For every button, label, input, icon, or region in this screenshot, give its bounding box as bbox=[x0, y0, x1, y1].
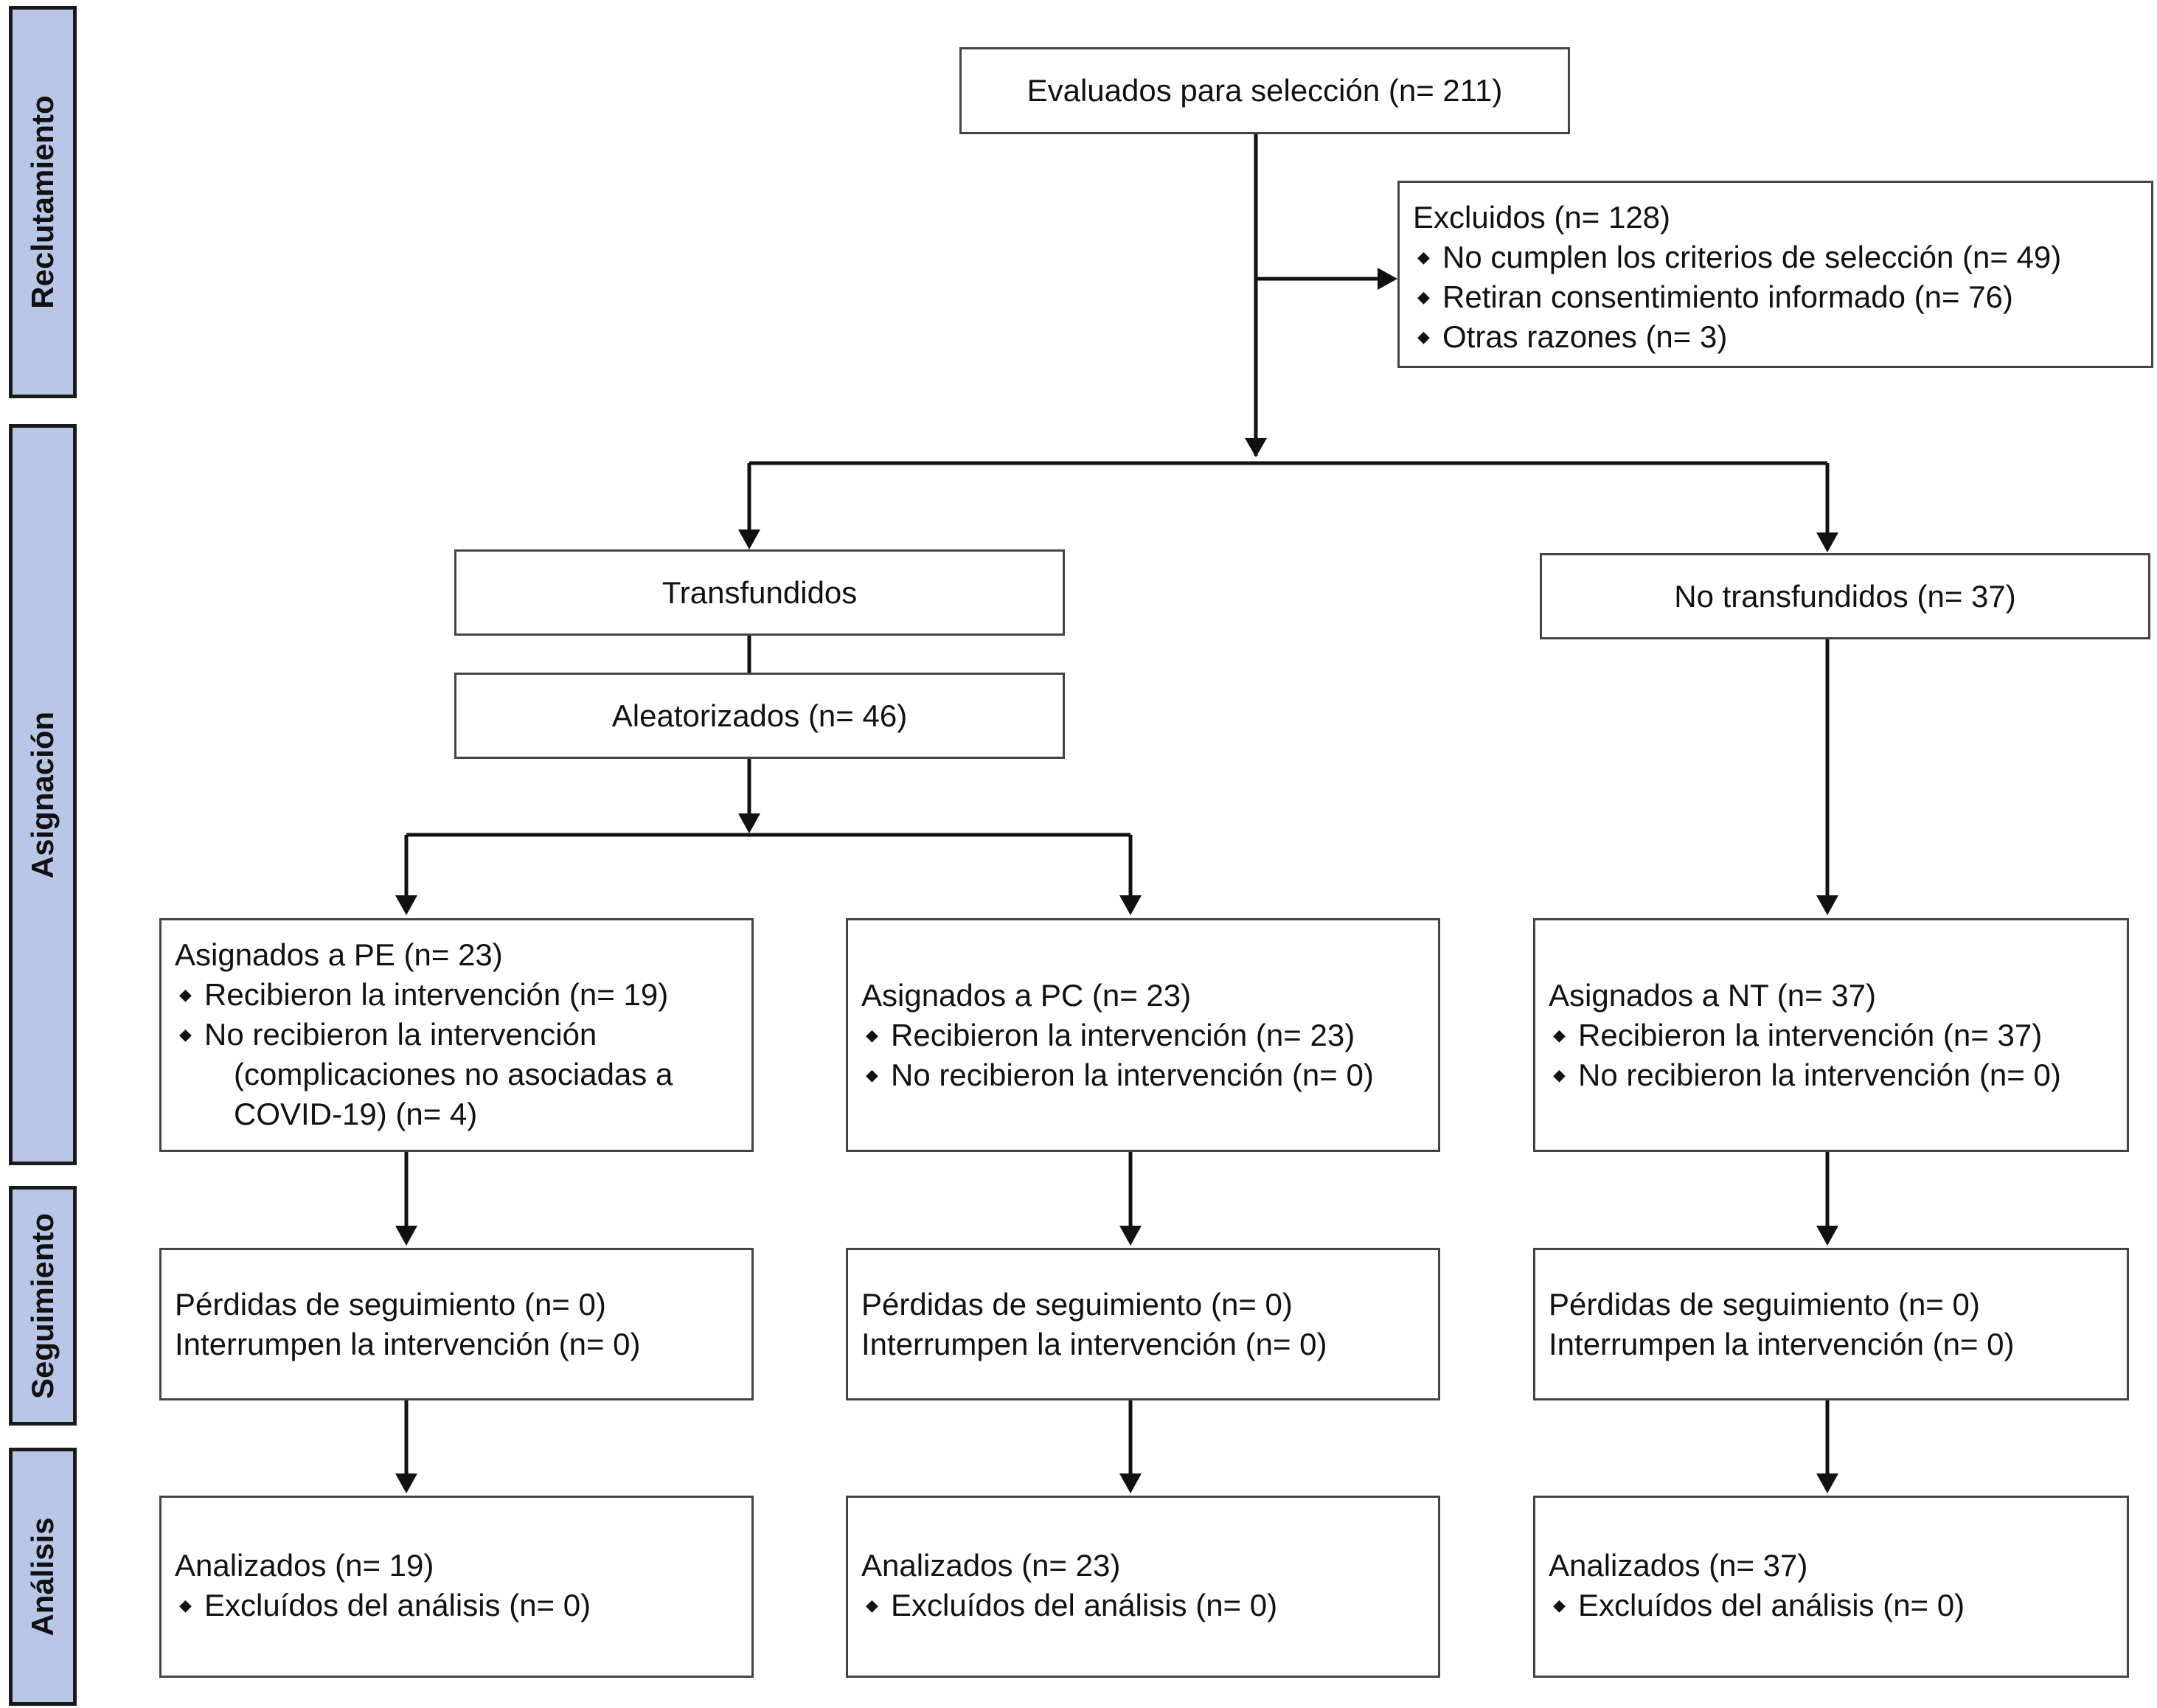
box-evaluados: Evaluados para selección (n= 211) bbox=[959, 47, 1570, 134]
box-asignados-nt: Asignados a NT (n= 37) Recibieron la int… bbox=[1533, 918, 2129, 1152]
box-seguimiento-pc: Pérdidas de seguimiento (n= 0) Interrump… bbox=[846, 1248, 1440, 1400]
pe-perdidas: Pérdidas de seguimiento (n= 0) bbox=[175, 1286, 606, 1322]
arrow-aleatorizados bbox=[738, 813, 760, 833]
arrow-nt-seguimiento bbox=[1816, 1226, 1838, 1246]
pc-excluidos-analisis: Excluídos del análisis (n= 0) bbox=[861, 1586, 1425, 1625]
pe-item-recibieron: Recibieron la intervención (n= 19) bbox=[175, 975, 738, 1015]
pc-item-recibieron: Recibieron la intervención (n= 23) bbox=[861, 1016, 1425, 1055]
aleatorizados-text: Aleatorizados (n= 46) bbox=[611, 698, 908, 733]
arrow-no-transfundidos bbox=[1816, 532, 1838, 552]
box-aleatorizados: Aleatorizados (n= 46) bbox=[454, 673, 1065, 759]
pc-title: Asignados a PC (n= 23) bbox=[861, 977, 1192, 1013]
box-excluidos: Excluidos (n= 128) No cumplen los criter… bbox=[1397, 181, 2153, 368]
box-seguimiento-nt: Pérdidas de seguimiento (n= 0) Interrump… bbox=[1533, 1248, 2129, 1400]
nt-perdidas: Pérdidas de seguimiento (n= 0) bbox=[1549, 1286, 1980, 1322]
stage-reclutamiento: Reclutamiento bbox=[9, 6, 77, 398]
nt-interrumpen: Interrumpen la intervención (n= 0) bbox=[1549, 1326, 2015, 1361]
arrow-pc-seguimiento bbox=[1119, 1226, 1142, 1246]
arrow-trunk bbox=[1245, 438, 1267, 457]
excluidos-item-consentimiento: Retiran consentimiento informado (n= 76) bbox=[1413, 277, 2138, 317]
box-transfundidos: Transfundidos bbox=[454, 549, 1065, 636]
pc-item-no-recibieron: No recibieron la intervención (n= 0) bbox=[861, 1055, 1425, 1095]
pe-item-detail-2: COVID-19) (n= 4) bbox=[234, 1097, 478, 1131]
arrow-pe bbox=[395, 895, 417, 915]
nt-item-no-recibieron: No recibieron la intervención (n= 0) bbox=[1549, 1055, 2113, 1095]
arrow-pc-analisis bbox=[1119, 1473, 1142, 1493]
stage-seguimiento: Seguimiento bbox=[9, 1186, 77, 1426]
no-transfundidos-text: No transfundidos (n= 37) bbox=[1674, 578, 2016, 614]
arrow-pc bbox=[1119, 895, 1142, 915]
nt-excluidos-analisis: Excluídos del análisis (n= 0) bbox=[1549, 1586, 2113, 1625]
pe-excluidos-analisis: Excluídos del análisis (n= 0) bbox=[175, 1586, 738, 1625]
arrow-pe-analisis bbox=[395, 1473, 417, 1493]
pe-item-detail-1: (complicaciones no asociadas a bbox=[234, 1057, 673, 1091]
nt-item-recibieron: Recibieron la intervención (n= 37) bbox=[1549, 1016, 2113, 1055]
box-asignados-pc: Asignados a PC (n= 23) Recibieron la int… bbox=[846, 918, 1440, 1152]
nt-title: Asignados a NT (n= 37) bbox=[1549, 977, 1876, 1013]
nt-analizados: Analizados (n= 37) bbox=[1549, 1548, 1808, 1583]
pc-analizados: Analizados (n= 23) bbox=[861, 1548, 1121, 1583]
excluidos-item-otras: Otras razones (n= 3) bbox=[1413, 317, 2138, 357]
pc-perdidas: Pérdidas de seguimiento (n= 0) bbox=[861, 1286, 1293, 1322]
transfundidos-text: Transfundidos bbox=[661, 574, 858, 610]
excluidos-item-criterios: No cumplen los criterios de selección (n… bbox=[1413, 237, 2138, 277]
arrow-nt bbox=[1816, 895, 1838, 915]
pe-analizados: Analizados (n= 19) bbox=[175, 1548, 434, 1583]
box-no-transfundidos: No transfundidos (n= 37) bbox=[1540, 553, 2150, 639]
pe-item-no-recibieron: No recibieron la intervención bbox=[175, 1015, 738, 1055]
stage-analisis: Análisis bbox=[9, 1448, 77, 1706]
evaluados-text: Evaluados para selección (n= 211) bbox=[1027, 73, 1503, 108]
arrow-excluidos bbox=[1378, 268, 1397, 290]
pc-interrumpen: Interrumpen la intervención (n= 0) bbox=[861, 1326, 1327, 1361]
stage-asignacion: Asignación bbox=[9, 424, 77, 1165]
box-asignados-pe: Asignados a PE (n= 23) Recibieron la int… bbox=[159, 918, 754, 1152]
pe-title: Asignados a PE (n= 23) bbox=[175, 937, 503, 972]
excluidos-title: Excluidos (n= 128) bbox=[1413, 200, 1671, 235]
pe-interrumpen: Interrumpen la intervención (n= 0) bbox=[175, 1326, 641, 1361]
box-analisis-pc: Analizados (n= 23) Excluídos del análisi… bbox=[846, 1496, 1440, 1678]
box-analisis-nt: Analizados (n= 37) Excluídos del análisi… bbox=[1533, 1496, 2129, 1678]
arrow-pe-seguimiento bbox=[395, 1226, 417, 1246]
box-seguimiento-pe: Pérdidas de seguimiento (n= 0) Interrump… bbox=[159, 1248, 754, 1400]
arrow-nt-analisis bbox=[1816, 1473, 1838, 1493]
arrow-transfundidos bbox=[738, 530, 760, 549]
box-analisis-pe: Analizados (n= 19) Excluídos del análisi… bbox=[159, 1496, 754, 1678]
